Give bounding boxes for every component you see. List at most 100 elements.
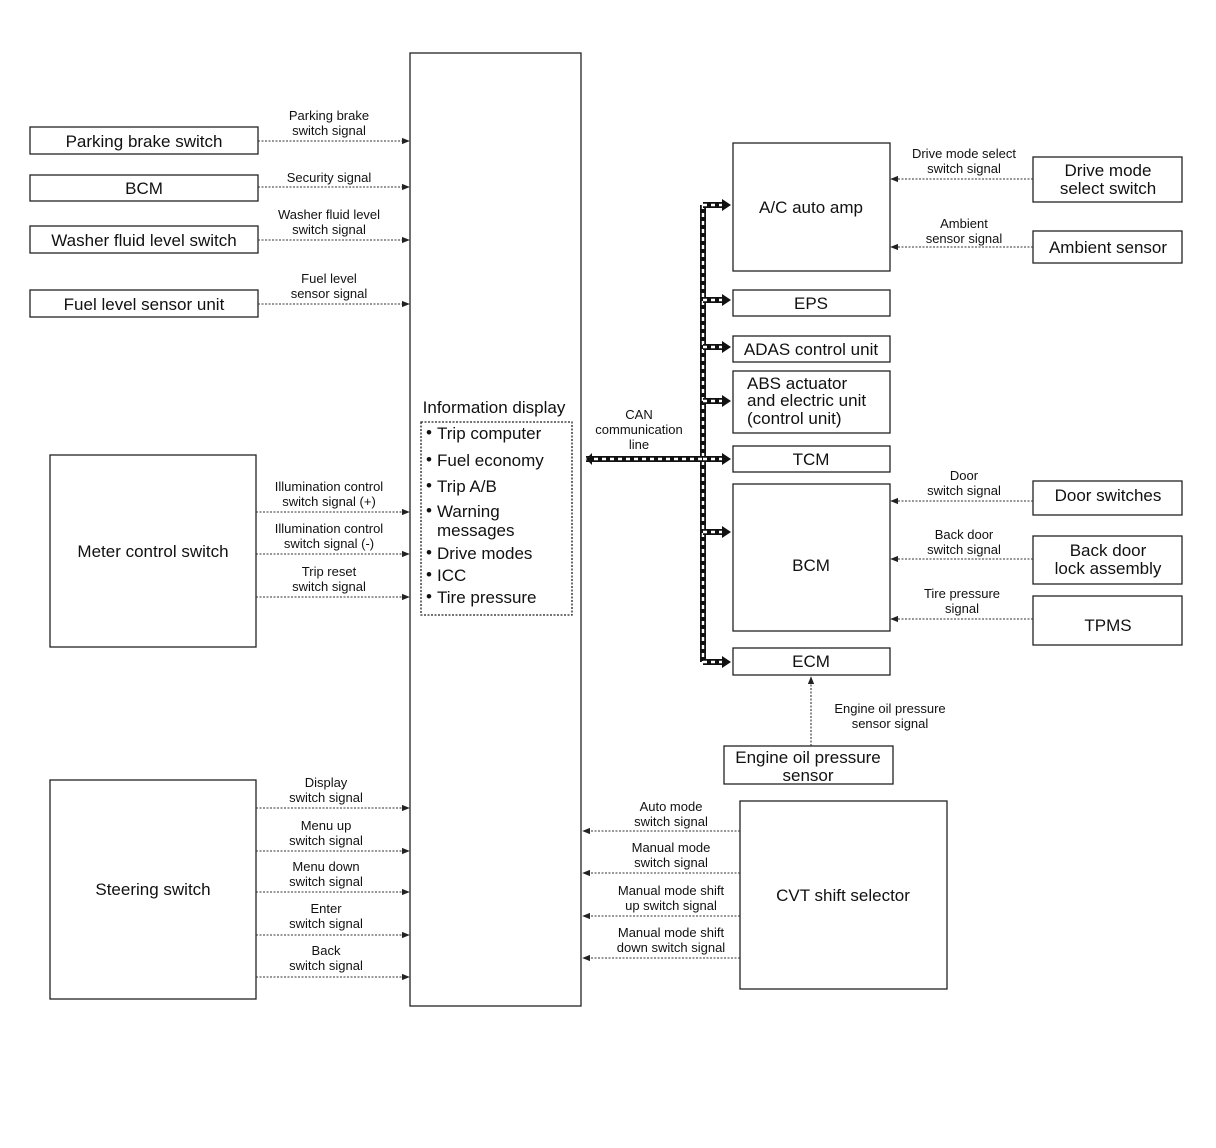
fuel-signal-label: Fuel level: [301, 271, 357, 286]
tpms-label: TPMS: [1084, 616, 1131, 635]
display-switch-label: Display: [305, 775, 348, 790]
menu-down-switch-label: Menu down: [292, 859, 359, 874]
parking-brake-signal-label: switch signal: [292, 123, 366, 138]
drive-mode-select-switch-block: Drive mode select switch Drive mode sele…: [890, 146, 1183, 203]
can-arrow-tcm: [722, 453, 731, 465]
engine-oil-pressure-sensor-label: Engine oil pressure: [735, 748, 881, 767]
menu-up-switch-label: Menu up: [301, 818, 352, 833]
tire-pressure-signal-label: signal: [945, 601, 979, 616]
list-item: Trip computer: [437, 424, 542, 443]
list-item: Tire pressure: [437, 588, 537, 607]
can-label: communication: [595, 422, 682, 437]
shift-up-signal-label: up switch signal: [625, 898, 717, 913]
steering-switch-label: Steering switch: [95, 880, 210, 899]
list-item: Warning: [437, 502, 500, 521]
ambient-signal-label: sensor signal: [926, 231, 1003, 246]
information-display: Information display • Trip computer • Fu…: [409, 52, 582, 1007]
oil-pressure-signal-label: Engine oil pressure: [834, 701, 945, 716]
meter-control-switch-block: Meter control switch Illumination contro…: [49, 454, 410, 648]
engine-oil-pressure-sensor-block: Engine oil pressure sensor Engine oil pr…: [723, 676, 946, 785]
shift-up-signal-label: Manual mode shift: [618, 883, 725, 898]
enter-switch-label: Enter: [310, 901, 342, 916]
bcm-left-label: BCM: [125, 179, 163, 198]
fuel-level-sensor-unit-block: Fuel level sensor unit Fuel level sensor…: [29, 271, 410, 318]
ecm-label: ECM: [792, 652, 830, 671]
can-label: CAN: [625, 407, 652, 422]
abs-actuator-label: (control unit): [747, 409, 841, 428]
drive-mode-signal-label: Drive mode select: [912, 146, 1016, 161]
information-display-title: Information display: [423, 398, 566, 417]
ac-auto-amp-label: A/C auto amp: [759, 198, 863, 217]
bcm-right-label: BCM: [792, 556, 830, 575]
can-arrow-adas: [722, 341, 731, 353]
back-switch-label: Back: [312, 943, 341, 958]
door-switches-label: Door switches: [1055, 486, 1162, 505]
can-arrow-ecm: [722, 656, 731, 668]
adas-control-unit-label: ADAS control unit: [744, 340, 878, 359]
cvt-shift-selector-block: CVT shift selector Auto mode switch sign…: [582, 799, 948, 990]
ambient-sensor-label: Ambient sensor: [1049, 238, 1167, 257]
can-label: line: [629, 437, 649, 452]
tcm-block: TCM: [732, 445, 891, 473]
illumination-plus-label: Illumination control: [275, 479, 383, 494]
tcm-label: TCM: [793, 450, 830, 469]
menu-down-switch-label: switch signal: [289, 874, 363, 889]
bcm-left-block: BCM Security signal: [29, 170, 410, 202]
drive-mode-select-switch-label: select switch: [1060, 179, 1156, 198]
list-item: Drive modes: [437, 544, 532, 563]
parking-brake-signal-label: Parking brake: [289, 108, 369, 123]
bullet: •: [426, 476, 432, 495]
info-display-list: • Trip computer • Fuel economy • Trip A/…: [426, 423, 544, 607]
adas-control-unit-block: ADAS control unit: [732, 335, 891, 363]
steering-switch-block: Steering switch Display switch signal Me…: [49, 775, 410, 1000]
menu-up-switch-label: switch signal: [289, 833, 363, 848]
tpms-block: TPMS Tire pressure signal: [890, 586, 1183, 646]
drive-mode-select-switch-label: Drive mode: [1065, 161, 1152, 180]
cvt-shift-selector-label: CVT shift selector: [776, 886, 910, 905]
eps-block: EPS: [732, 289, 891, 317]
washer-signal-label: switch signal: [292, 222, 366, 237]
door-switches-block: Door switches Door switch signal: [890, 468, 1183, 516]
fuel-level-sensor-unit-label: Fuel level sensor unit: [64, 295, 225, 314]
engine-oil-pressure-sensor-label: sensor: [782, 766, 833, 785]
bullet: •: [426, 501, 432, 520]
bcm-right-block: BCM: [732, 483, 891, 632]
auto-mode-signal-label: Auto mode: [640, 799, 703, 814]
bullet: •: [426, 587, 432, 606]
washer-fluid-level-switch-block: Washer fluid level switch Washer fluid l…: [29, 207, 410, 254]
can-arrow-ac: [722, 199, 731, 211]
list-item: Trip A/B: [437, 477, 497, 496]
washer-fluid-level-switch-label: Washer fluid level switch: [51, 231, 237, 250]
ac-auto-amp-block: A/C auto amp: [732, 142, 891, 272]
manual-mode-signal-label: Manual mode: [632, 840, 711, 855]
back-door-signal-label: Back door: [935, 527, 994, 542]
display-switch-label: switch signal: [289, 790, 363, 805]
enter-switch-label: switch signal: [289, 916, 363, 931]
abs-actuator-label: ABS actuator: [747, 374, 848, 393]
trip-reset-label: Trip reset: [302, 564, 357, 579]
bullet: •: [426, 450, 432, 469]
back-door-lock-assembly-block: Back door lock assembly Back door switch…: [890, 527, 1183, 585]
shift-down-signal-label: Manual mode shift: [618, 925, 725, 940]
can-arrow-eps: [722, 294, 731, 306]
abs-actuator-label: and electric unit: [747, 391, 866, 410]
list-item: ICC: [437, 566, 466, 585]
list-item: messages: [437, 521, 514, 540]
can-arrow-abs: [722, 395, 731, 407]
drive-mode-signal-label: switch signal: [927, 161, 1001, 176]
shift-down-signal-label: down switch signal: [617, 940, 725, 955]
auto-mode-signal-label: switch signal: [634, 814, 708, 829]
can-arrow-bcm: [722, 526, 731, 538]
washer-signal-label: Washer fluid level: [278, 207, 380, 222]
door-signal-label: Door: [950, 468, 979, 483]
ambient-sensor-block: Ambient sensor Ambient sensor signal: [890, 216, 1183, 264]
trip-reset-label: switch signal: [292, 579, 366, 594]
ambient-signal-label: Ambient: [940, 216, 988, 231]
bullet: •: [426, 565, 432, 584]
back-switch-label: switch signal: [289, 958, 363, 973]
bullet: •: [426, 423, 432, 442]
oil-pressure-signal-label: sensor signal: [852, 716, 929, 731]
can-communication-line: CAN communication line: [586, 199, 731, 668]
parking-brake-switch-label: Parking brake switch: [66, 132, 223, 151]
eps-label: EPS: [794, 294, 828, 313]
